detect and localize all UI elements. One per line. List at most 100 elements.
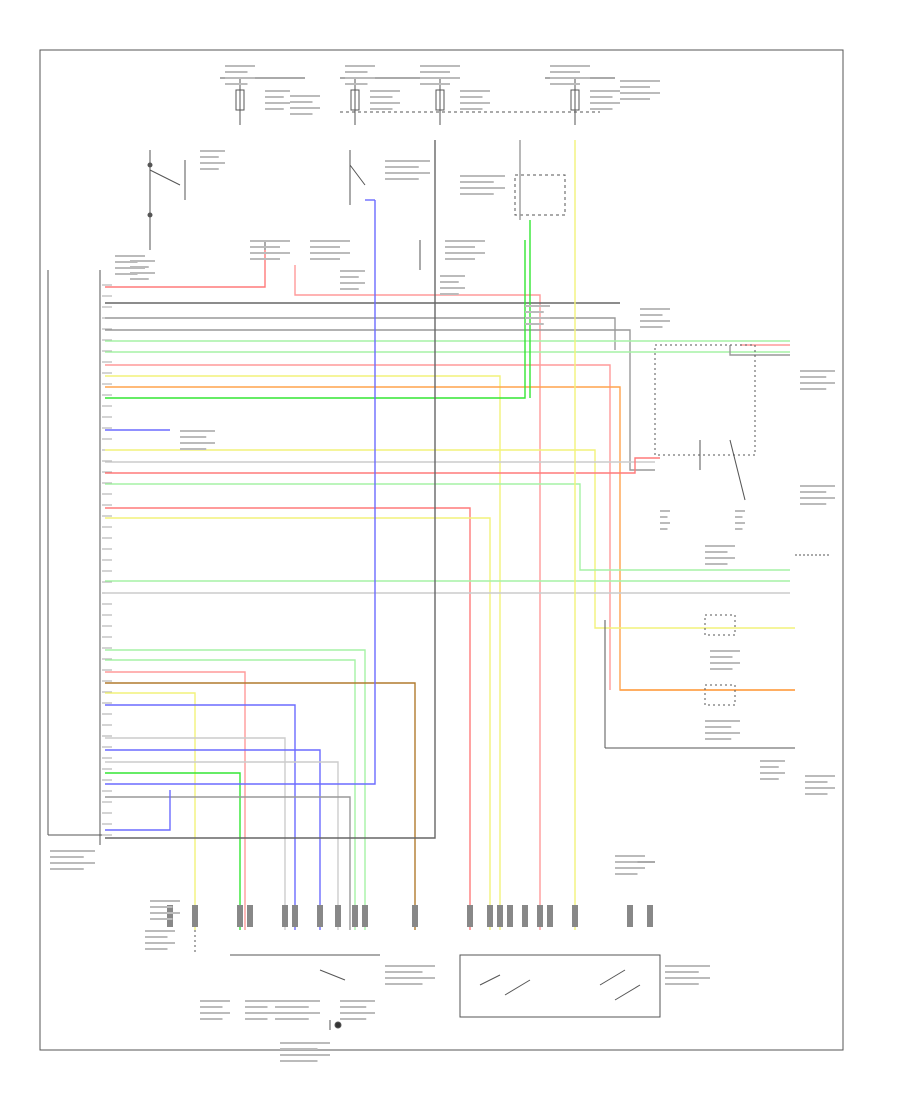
label-smudge xyxy=(370,90,400,92)
label-smudge xyxy=(340,282,365,284)
label-smudge xyxy=(200,1012,230,1014)
bottom-connectors xyxy=(167,905,653,927)
label-smudge xyxy=(590,102,620,104)
label-smudge xyxy=(800,370,835,372)
label-smudge xyxy=(250,240,290,242)
label-smudge xyxy=(615,867,645,869)
label-smudge xyxy=(710,656,733,658)
label-smudge xyxy=(385,160,430,162)
label-smudge xyxy=(180,448,207,450)
label-smudge xyxy=(150,906,173,908)
label-smudge xyxy=(345,65,375,67)
label-smudge xyxy=(50,862,95,864)
label-smudge xyxy=(345,83,368,85)
label-smudge xyxy=(310,240,350,242)
wire-green-6 xyxy=(105,649,366,930)
label-smudge xyxy=(370,96,393,98)
connector-pin xyxy=(537,905,543,927)
wire-orange-1 xyxy=(105,386,795,691)
wire-pink-2 xyxy=(105,364,611,690)
label-smudge xyxy=(460,108,483,110)
label-smudge xyxy=(345,71,368,73)
label-smudge xyxy=(800,497,835,499)
connector-pin xyxy=(192,905,198,927)
connector-pin xyxy=(522,905,528,927)
label-smudge xyxy=(275,1018,309,1020)
label-smudge xyxy=(525,323,544,325)
label-smudge xyxy=(805,793,828,795)
label-smudge xyxy=(665,977,710,979)
label-smudge xyxy=(420,83,450,85)
label-smudge xyxy=(420,77,460,79)
label-smudge xyxy=(710,668,733,670)
label-smudge xyxy=(420,65,460,67)
label-smudge xyxy=(665,965,710,967)
label-smudge xyxy=(200,150,225,152)
label-smudge xyxy=(460,187,505,189)
relay-switches xyxy=(264,150,566,270)
connector-pin xyxy=(317,905,323,927)
wire-blue-4 xyxy=(105,200,376,785)
connector-pin xyxy=(167,905,173,927)
label-smudge xyxy=(440,281,459,283)
label-smudge xyxy=(460,193,494,195)
wire-pink-3 xyxy=(105,671,246,930)
wire-brown xyxy=(105,682,416,930)
connector-pin xyxy=(335,905,341,927)
label-smudge xyxy=(130,272,155,274)
label-smudge xyxy=(710,662,740,664)
label-smudge xyxy=(800,376,827,378)
label-smudge xyxy=(250,252,290,254)
label-smudge xyxy=(760,772,785,774)
label-smudge xyxy=(705,738,732,740)
wire-yellow-4 xyxy=(105,692,196,930)
wire-blue-2 xyxy=(105,704,296,930)
wire-red-2 xyxy=(105,457,660,474)
label-smudge xyxy=(735,528,743,530)
label-smudge xyxy=(735,516,743,518)
label-smudge xyxy=(705,720,740,722)
label-smudge xyxy=(290,101,313,103)
label-smudge xyxy=(525,305,550,307)
tcm-connector xyxy=(47,270,105,845)
label-smudge xyxy=(370,108,393,110)
label-smudge xyxy=(245,1012,275,1014)
label-smudge xyxy=(280,1042,330,1044)
label-smudge xyxy=(290,95,320,97)
label-smudge xyxy=(800,485,835,487)
label-smudge xyxy=(310,252,350,254)
connector-pin xyxy=(647,905,653,927)
label-smudge xyxy=(345,77,375,79)
label-smudge xyxy=(735,510,745,512)
label-smudge xyxy=(265,108,284,110)
label-smudge xyxy=(445,252,485,254)
label-smudge xyxy=(340,276,359,278)
label-smudge xyxy=(710,650,740,652)
wire-gray-2 xyxy=(105,317,616,350)
label-smudge xyxy=(265,90,290,92)
label-smudge xyxy=(525,311,544,313)
label-smudge xyxy=(590,108,613,110)
label-smudge xyxy=(705,545,735,547)
wire-red-3 xyxy=(105,507,471,930)
label-smudge xyxy=(615,855,645,857)
label-smudge xyxy=(245,1006,268,1008)
label-smudge xyxy=(385,178,419,180)
connector-pin xyxy=(237,905,243,927)
label-smudge xyxy=(735,522,745,524)
wire-lightgreen-7 xyxy=(105,659,356,930)
label-smudge xyxy=(340,270,365,272)
label-smudge xyxy=(250,246,280,248)
connector-pin xyxy=(627,905,633,927)
label-smudge xyxy=(660,522,670,524)
wire-red-top xyxy=(105,250,266,288)
label-smudge xyxy=(385,983,423,985)
right-sensors xyxy=(604,344,830,749)
label-smudge xyxy=(705,557,735,559)
label-smudge xyxy=(225,83,248,85)
wire-green-8 xyxy=(105,772,241,930)
label-smudge xyxy=(145,942,175,944)
label-smudge xyxy=(460,181,494,183)
label-smudge xyxy=(340,1018,367,1020)
